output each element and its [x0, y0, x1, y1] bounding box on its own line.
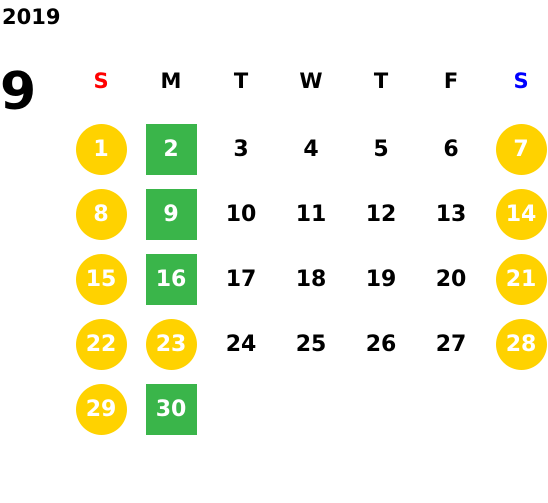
- day-number-26: 26: [365, 332, 397, 357]
- day-number-11: 11: [295, 202, 327, 227]
- day-number-17: 17: [225, 267, 257, 292]
- day-number-24: 24: [225, 332, 257, 357]
- day-number-13: 13: [435, 202, 467, 227]
- day-number-8: 8: [75, 189, 127, 240]
- day-number-25: 25: [295, 332, 327, 357]
- day-cell[interactable]: 2: [136, 117, 206, 182]
- day-number-27: 27: [435, 332, 467, 357]
- day-number-20: 20: [435, 267, 467, 292]
- day-cell[interactable]: 22: [66, 312, 136, 377]
- day-cell[interactable]: 3: [206, 117, 276, 182]
- day-cell[interactable]: 8: [66, 182, 136, 247]
- weekday-wednesday: W: [299, 69, 323, 93]
- day-number-6: 6: [443, 137, 459, 162]
- day-cell[interactable]: 11: [276, 182, 346, 247]
- weekday-header: S M T W T F S: [66, 56, 548, 106]
- day-number-22: 22: [75, 319, 127, 370]
- day-cell[interactable]: 21: [486, 247, 548, 312]
- day-number-1: 1: [75, 124, 127, 175]
- day-cell[interactable]: 15: [66, 247, 136, 312]
- day-cell[interactable]: 14: [486, 182, 548, 247]
- day-cell[interactable]: 23: [136, 312, 206, 377]
- day-cell[interactable]: 30: [136, 377, 206, 442]
- day-cell[interactable]: 20: [416, 247, 486, 312]
- day-cell[interactable]: 9: [136, 182, 206, 247]
- day-cell[interactable]: 24: [206, 312, 276, 377]
- day-cell[interactable]: 27: [416, 312, 486, 377]
- day-cell[interactable]: 18: [276, 247, 346, 312]
- day-number-12: 12: [365, 202, 397, 227]
- day-number-30: 30: [145, 384, 197, 435]
- day-number-21: 21: [495, 254, 547, 305]
- day-number-23: 23: [145, 319, 197, 370]
- year-label: 2019: [2, 5, 61, 29]
- day-number-5: 5: [373, 137, 389, 162]
- day-number-28: 28: [495, 319, 547, 370]
- weekday-friday: F: [443, 69, 459, 93]
- day-cell[interactable]: 19: [346, 247, 416, 312]
- day-number-14: 14: [495, 189, 547, 240]
- day-number-2: 2: [145, 124, 197, 175]
- weekday-saturday: S: [513, 69, 529, 93]
- day-cell[interactable]: 5: [346, 117, 416, 182]
- day-number-10: 10: [225, 202, 257, 227]
- day-number-9: 9: [145, 189, 197, 240]
- day-cell[interactable]: 4: [276, 117, 346, 182]
- day-cell[interactable]: 29: [66, 377, 136, 442]
- day-cell[interactable]: 13: [416, 182, 486, 247]
- day-number-15: 15: [75, 254, 127, 305]
- day-cell[interactable]: 12: [346, 182, 416, 247]
- day-number-7: 7: [495, 124, 547, 175]
- weekday-sunday: S: [93, 69, 109, 93]
- weekday-tuesday: T: [233, 69, 249, 93]
- day-cell[interactable]: 6: [416, 117, 486, 182]
- day-cell[interactable]: 7: [486, 117, 548, 182]
- weekday-thursday: T: [373, 69, 389, 93]
- day-number-29: 29: [75, 384, 127, 435]
- day-cell[interactable]: 28: [486, 312, 548, 377]
- day-number-3: 3: [233, 137, 249, 162]
- day-number-18: 18: [295, 267, 327, 292]
- day-cell[interactable]: 10: [206, 182, 276, 247]
- month-number: 9: [0, 62, 37, 122]
- day-cell[interactable]: 26: [346, 312, 416, 377]
- day-number-16: 16: [145, 254, 197, 305]
- day-cell[interactable]: 17: [206, 247, 276, 312]
- day-number-4: 4: [303, 137, 319, 162]
- day-cell[interactable]: 25: [276, 312, 346, 377]
- day-cell[interactable]: 1: [66, 117, 136, 182]
- weekday-monday: M: [160, 69, 182, 93]
- day-number-19: 19: [365, 267, 397, 292]
- day-cell[interactable]: 16: [136, 247, 206, 312]
